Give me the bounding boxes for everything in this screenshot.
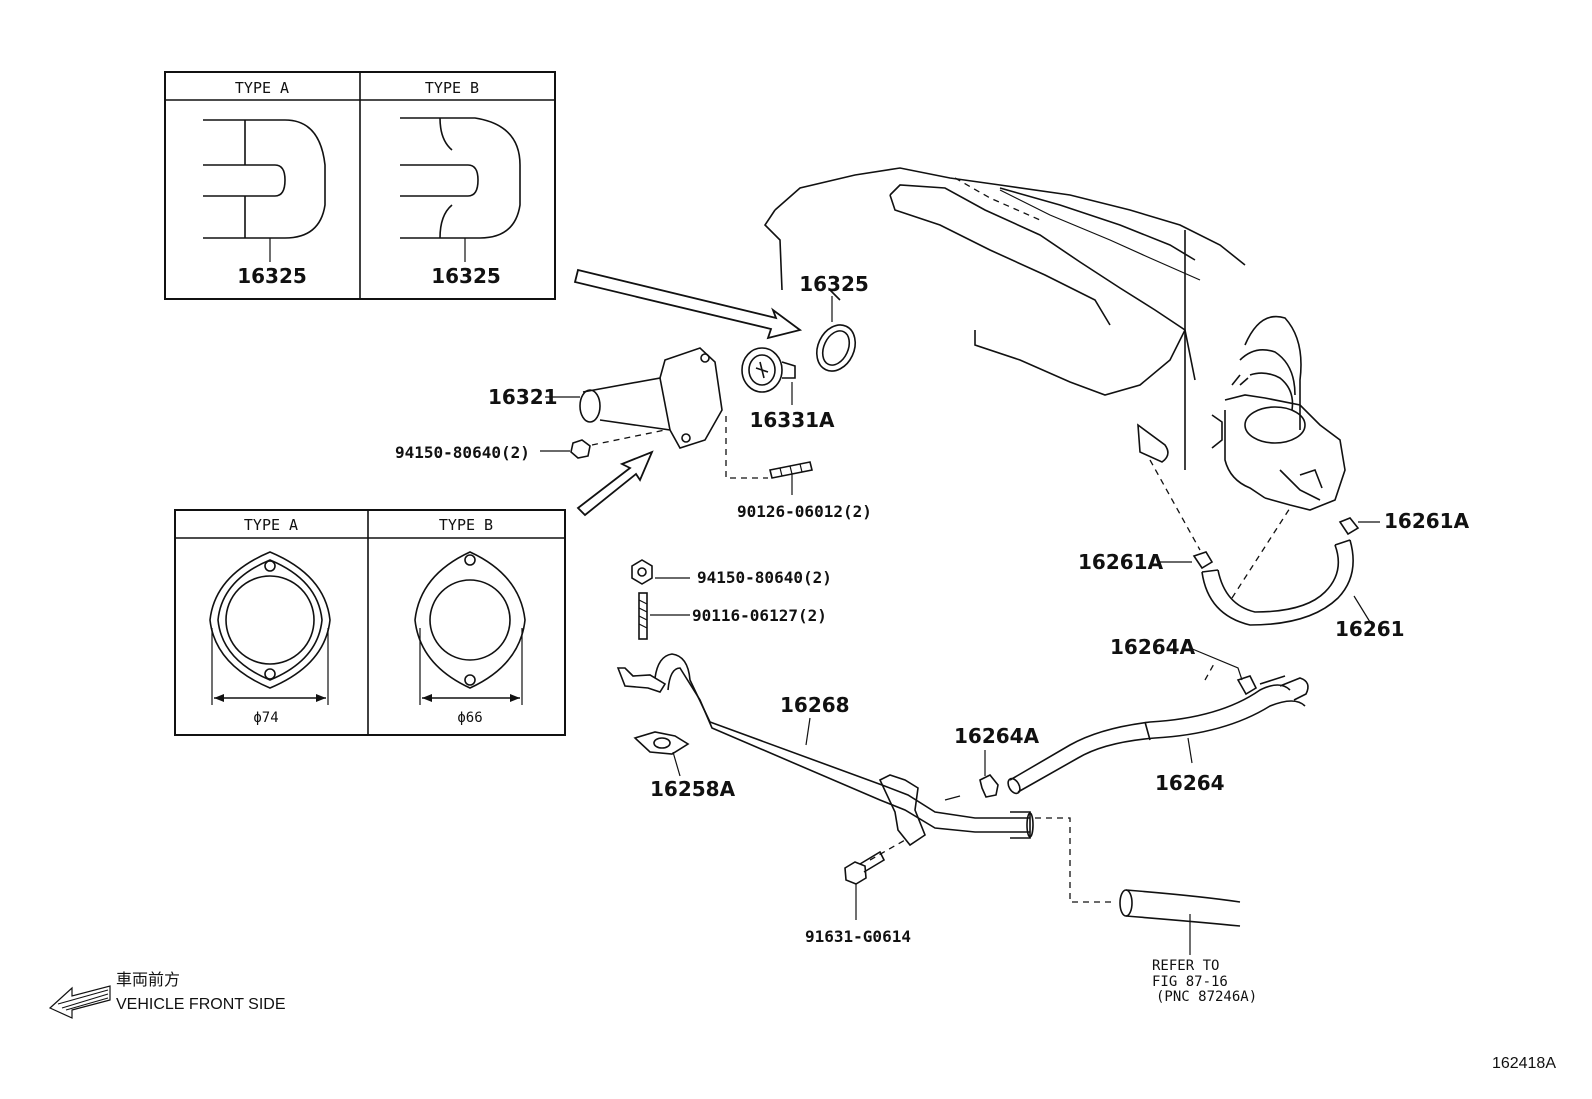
clamp-right-callout: 16261A: [1384, 509, 1470, 533]
nut-upper: [570, 439, 591, 459]
refer-line3: (PNC 87246A): [1156, 989, 1257, 1005]
engine-outline: [763, 167, 1246, 470]
bolt: [844, 850, 886, 885]
nut-upper-callout: 94150-80640(2): [395, 443, 530, 462]
thermostat: [741, 347, 796, 405]
clamp-pipe-end: [979, 773, 999, 798]
refer-hose: [1119, 889, 1241, 927]
throttle-body: [1137, 315, 1346, 511]
hose-lower-callout: 16264: [1155, 771, 1225, 795]
hose-lower: [1007, 675, 1309, 795]
stud-lower: [638, 592, 648, 640]
water-pipe: [616, 653, 1034, 847]
hose-upper-callout: 16261: [1335, 617, 1405, 641]
type-b-gasket-callout: 16325: [431, 264, 501, 288]
gasket-type-b: [414, 551, 526, 705]
bottom-type-a-title: TYPE A: [244, 516, 298, 534]
clamp-hose-lower-callout: 16264A: [1110, 635, 1196, 659]
gasket-ring-callout: 16325: [799, 272, 869, 296]
top-type-b-title: TYPE B: [425, 79, 479, 97]
clamp-left-callout: 16261A: [1078, 550, 1164, 574]
dim-type-b: ϕ66: [457, 710, 482, 726]
stud-upper: [769, 461, 813, 479]
stud-upper-callout: 90126-06012(2): [737, 502, 872, 521]
clamp-hose-lower: [1236, 675, 1258, 696]
nut-lower: [631, 559, 653, 585]
front-arrow-icon: [48, 985, 111, 1019]
pipe-gasket-callout: 16258A: [650, 777, 736, 801]
water-pipe-callout: 16268: [780, 693, 850, 717]
water-inlet-callout: 16321: [488, 385, 558, 409]
gasket-profile-type-b: [400, 117, 521, 262]
gasket-type-a: [209, 551, 331, 705]
gasket-ring: [815, 324, 857, 372]
gasket-profile-type-a: [203, 119, 326, 262]
nut-lower-callout: 94150-80640(2): [697, 568, 832, 587]
dim-type-a: ϕ74: [253, 710, 278, 726]
figure-id: 162418A: [1492, 1055, 1556, 1072]
clamp-left: [1192, 551, 1214, 570]
arrow-to-water-inlet: [576, 450, 654, 517]
type-a-gasket-callout: 16325: [237, 264, 307, 288]
arrow-to-gasket-ring: [573, 268, 803, 340]
water-inlet: [579, 347, 723, 449]
bottom-type-box: TYPE A TYPE B ϕ74 ϕ66: [174, 509, 566, 736]
thermostat-callout: 16331A: [749, 408, 835, 432]
front-label-en: VEHICLE FRONT SIDE: [116, 996, 286, 1013]
bottom-type-b-title: TYPE B: [439, 516, 493, 534]
front-label-jp: 車両前方: [116, 971, 180, 989]
top-type-a-title: TYPE A: [235, 79, 289, 97]
hose-upper: [1201, 539, 1354, 626]
clamp-right: [1338, 517, 1360, 536]
refer-line2: FIG 87-16: [1152, 974, 1228, 990]
top-type-box: TYPE A TYPE B 16325 16325: [164, 71, 556, 300]
bolt-callout: 91631-G0614: [805, 927, 911, 946]
clamp-pipe-end-callout: 16264A: [954, 724, 1040, 748]
refer-line1: REFER TO: [1152, 958, 1219, 974]
pipe-gasket: [633, 731, 690, 755]
stud-lower-callout: 90116-06127(2): [692, 606, 827, 625]
